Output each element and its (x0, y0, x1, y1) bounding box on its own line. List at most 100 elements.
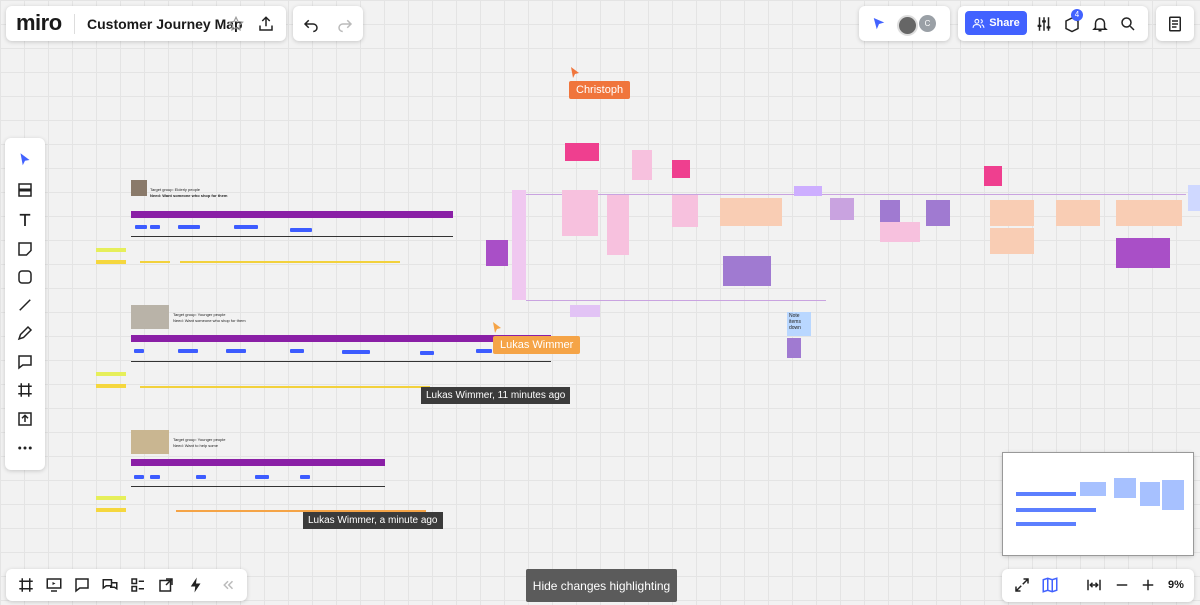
notes-menu-icon[interactable] (1161, 10, 1189, 38)
hide-changes-button[interactable]: Hide changes highlighting (526, 569, 677, 602)
chat-icon[interactable] (96, 571, 124, 599)
sticky-note (562, 190, 598, 236)
touchpoint (255, 475, 269, 479)
sticky-note (1188, 185, 1200, 211)
sticky-note (984, 166, 1002, 186)
comments-icon[interactable] (68, 571, 96, 599)
sticky-note (926, 200, 950, 226)
minimap-content (1016, 508, 1096, 512)
tag (96, 496, 126, 500)
collapse-icon[interactable] (214, 571, 242, 599)
frame-icon[interactable] (11, 376, 39, 404)
touchpoint (226, 349, 246, 353)
sticky-note (486, 240, 508, 266)
minimap-content (1080, 482, 1106, 496)
minimap-viewport[interactable] (1002, 452, 1194, 556)
share-screen-icon[interactable] (152, 571, 180, 599)
settings-sliders-icon[interactable] (1030, 10, 1058, 38)
undo-redo-panel (293, 6, 363, 41)
change-tooltip: Lukas Wimmer, a minute ago (303, 512, 443, 529)
minimap[interactable] (1002, 452, 1194, 556)
sticky-note (990, 200, 1034, 226)
presentation-icon[interactable] (40, 571, 68, 599)
star-icon[interactable] (222, 10, 250, 38)
zoom-level[interactable]: 9% (1168, 579, 1184, 591)
tag (96, 508, 126, 512)
toolbar-right: Share 4 (958, 6, 1148, 41)
touchpoint (135, 225, 147, 229)
board-title[interactable]: Customer Journey Map (87, 16, 243, 32)
select-cursor-icon[interactable] (11, 146, 39, 174)
minimap-content (1140, 482, 1160, 506)
touchpoint (150, 475, 160, 479)
christoph-cursor-label: Christoph (569, 81, 631, 99)
fullscreen-icon[interactable] (1008, 571, 1036, 599)
menu-panel (1156, 6, 1194, 41)
note-items-sticky-label: Note items down (789, 313, 801, 331)
avatar[interactable] (897, 15, 918, 36)
touchpoint (290, 349, 304, 353)
persona-target: Target group: Younger people (173, 312, 226, 317)
phase-bar (131, 459, 385, 466)
touchpoint (234, 225, 258, 229)
pain-point (140, 386, 430, 388)
minimap-content (1114, 478, 1136, 498)
miro-logo[interactable]: miro (16, 10, 62, 35)
persona-photo (131, 180, 147, 196)
flow-spine (512, 190, 526, 300)
touchpoint (420, 351, 434, 355)
persona-photo (131, 305, 169, 329)
pen-icon[interactable] (11, 319, 39, 347)
pain-point (140, 261, 170, 263)
timeline (131, 486, 385, 487)
sticky-note (720, 198, 782, 226)
lukas-cursor-icon (493, 321, 503, 339)
touchpoint (178, 349, 198, 353)
fit-icon[interactable] (1080, 571, 1108, 599)
collaborators-panel: C (859, 6, 950, 41)
lukas-cursor-label: Lukas Wimmer (493, 336, 581, 354)
touchpoint (134, 475, 144, 479)
bell-icon[interactable] (1086, 10, 1114, 38)
persona-need: Need: Want someone who shop for them (173, 318, 246, 323)
phase-bar (131, 335, 551, 342)
redo-icon[interactable] (331, 10, 359, 38)
more-icon[interactable] (11, 434, 39, 462)
minimap-content (1162, 480, 1184, 510)
comment-icon[interactable] (11, 348, 39, 376)
zoom-out-icon[interactable] (1108, 571, 1136, 599)
templates-icon[interactable] (11, 176, 39, 204)
sticky-note (830, 198, 854, 220)
sticky-note (1056, 200, 1100, 226)
export-icon[interactable] (252, 10, 280, 38)
flag-icon[interactable] (865, 10, 893, 38)
pain-point (180, 261, 400, 263)
sticky-note (990, 228, 1034, 254)
tag (96, 384, 126, 388)
sticky-note-icon[interactable] (11, 235, 39, 263)
touchpoint (342, 350, 370, 354)
frames-icon[interactable] (12, 571, 40, 599)
sticky-note (1116, 238, 1140, 268)
sticky-note (1116, 200, 1182, 226)
text-icon[interactable] (11, 206, 39, 234)
lightning-icon[interactable] (182, 571, 210, 599)
shape-icon[interactable] (11, 263, 39, 291)
touchpoint (134, 349, 144, 353)
sticky-note (632, 150, 652, 180)
touchpoint (290, 228, 312, 232)
zoom-in-icon[interactable] (1134, 571, 1162, 599)
undo-icon[interactable] (297, 10, 325, 38)
phase-bar (131, 211, 453, 218)
sticky-note (880, 200, 900, 222)
line-icon[interactable] (11, 291, 39, 319)
cards-icon[interactable] (124, 571, 152, 599)
sticky-note (672, 195, 698, 227)
upload-icon[interactable] (11, 405, 39, 433)
timeline (131, 236, 453, 237)
sticky-note (672, 160, 690, 178)
share-button[interactable]: Share (965, 11, 1027, 35)
avatar-initial[interactable]: C (919, 15, 936, 32)
search-icon[interactable] (1114, 10, 1142, 38)
map-icon[interactable] (1036, 571, 1064, 599)
